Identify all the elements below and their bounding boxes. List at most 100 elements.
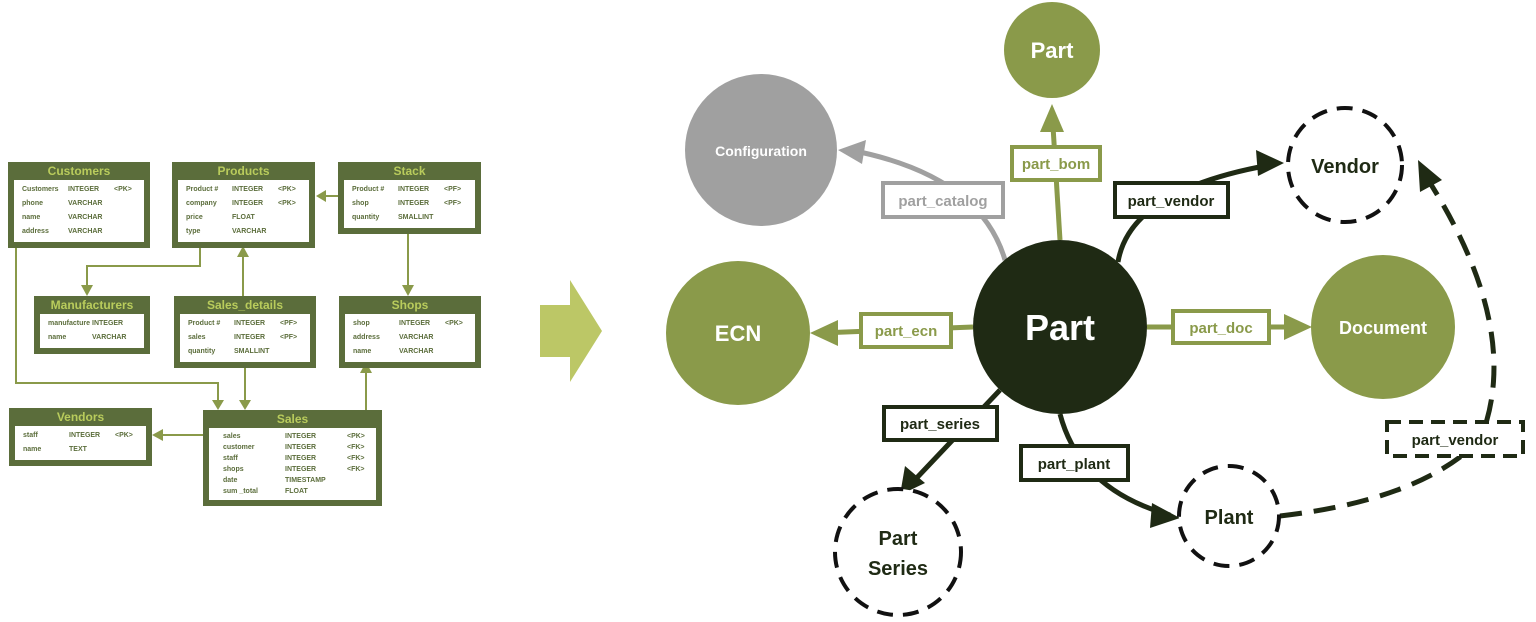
table-title: Sales <box>276 412 309 426</box>
table-row: name VARCHAR <box>22 211 136 225</box>
column-name: company <box>186 200 217 207</box>
column-type: SMALLINT <box>234 348 270 355</box>
column-name: staff <box>223 455 238 462</box>
table-row: name VARCHAR <box>353 345 467 359</box>
column-key: <FK> <box>347 466 365 473</box>
column-type: TEXT <box>69 446 87 453</box>
column-name: address <box>353 334 380 341</box>
transform-arrow <box>540 280 602 382</box>
column-name: Product # <box>188 320 221 327</box>
column-type: INTEGER <box>285 444 317 451</box>
column-name: name <box>22 214 41 221</box>
column-key: <PK> <box>347 433 365 440</box>
column-type: VARCHAR <box>68 228 103 235</box>
column-name: name <box>48 334 67 341</box>
column-type: INTEGER <box>69 432 101 439</box>
column-name: name <box>353 348 372 355</box>
column-type: TIMESTAMP <box>285 477 326 484</box>
table-title: Products <box>217 164 270 178</box>
column-name: staff <box>23 432 38 439</box>
column-type: SMALLINT <box>398 214 434 221</box>
node-configuration-label: Configuration <box>715 143 807 159</box>
node-part-series-label-2: Series <box>868 558 928 580</box>
column-type: VARCHAR <box>68 214 103 221</box>
edge-label-part-vendor-2: part_vendor <box>1412 432 1499 449</box>
column-key: <PF> <box>280 320 298 327</box>
column-type: INTEGER <box>92 320 124 327</box>
table-row: Product #INTEGER<PF> <box>352 183 467 197</box>
column-name: manufacture <box>48 320 91 327</box>
column-key: <PF> <box>444 200 462 207</box>
edge-label-part-plant: part_plant <box>1038 456 1111 473</box>
table-vendors[interactable]: Vendors staff INTEGER <PK> name TEXT <box>9 408 152 466</box>
node-part-top-label: Part <box>1031 38 1074 63</box>
column-type: VARCHAR <box>68 200 103 207</box>
column-type: INTEGER <box>234 334 266 341</box>
column-key: <FK> <box>347 455 365 462</box>
node-document[interactable] <box>1311 255 1455 399</box>
graph-nodes: Configuration Part ECN Document Part Ven… <box>666 2 1455 617</box>
column-type: INTEGER <box>68 186 100 193</box>
node-part-center[interactable] <box>973 240 1147 414</box>
column-key: <PK> <box>114 186 132 193</box>
table-title: Shops <box>391 298 429 312</box>
column-name: sum _total <box>223 488 259 495</box>
table-row: customer INTEGER <FK> <box>223 442 368 453</box>
column-key: <PK> <box>278 200 296 207</box>
er-arrowheads <box>81 190 414 441</box>
table-title: Stack <box>393 164 426 178</box>
column-type: INTEGER <box>398 200 430 207</box>
node-vendor[interactable] <box>1286 106 1404 224</box>
node-part-series[interactable] <box>833 487 963 617</box>
table-title: Vendors <box>56 410 105 424</box>
node-configuration[interactable] <box>685 74 837 226</box>
edge-label-part-bom: part_bom <box>1022 156 1090 173</box>
column-type: VARCHAR <box>232 228 267 235</box>
column-name: customer <box>223 444 255 451</box>
column-name: quantity <box>188 348 216 355</box>
node-vendor-label: Vendor <box>1311 156 1379 178</box>
column-name: Product # <box>352 186 385 193</box>
node-plant-label: Plant <box>1205 507 1254 529</box>
node-part-top[interactable] <box>1004 2 1100 98</box>
column-key: <PK> <box>278 186 296 193</box>
column-name: name <box>23 446 42 453</box>
table-title: Sales_details <box>206 298 284 312</box>
column-type: VARCHAR <box>399 348 434 355</box>
column-name: address <box>22 228 49 235</box>
table-row: Product #INTEGER<PK> <box>186 183 301 197</box>
table-row: Customers INTEGER <PK> <box>22 183 136 197</box>
table-row: quantity SMALLINT <box>188 345 302 359</box>
node-plant[interactable] <box>1177 464 1281 568</box>
column-name: Customers <box>22 186 59 193</box>
node-ecn[interactable] <box>666 261 810 405</box>
column-name: Product # <box>186 186 219 193</box>
edge-label-part-catalog: part_catalog <box>898 193 987 210</box>
column-key: <PK> <box>115 432 133 439</box>
er-connectors <box>15 195 409 436</box>
column-key: <FK> <box>347 444 365 451</box>
edge-label-part-series: part_series <box>900 416 980 433</box>
